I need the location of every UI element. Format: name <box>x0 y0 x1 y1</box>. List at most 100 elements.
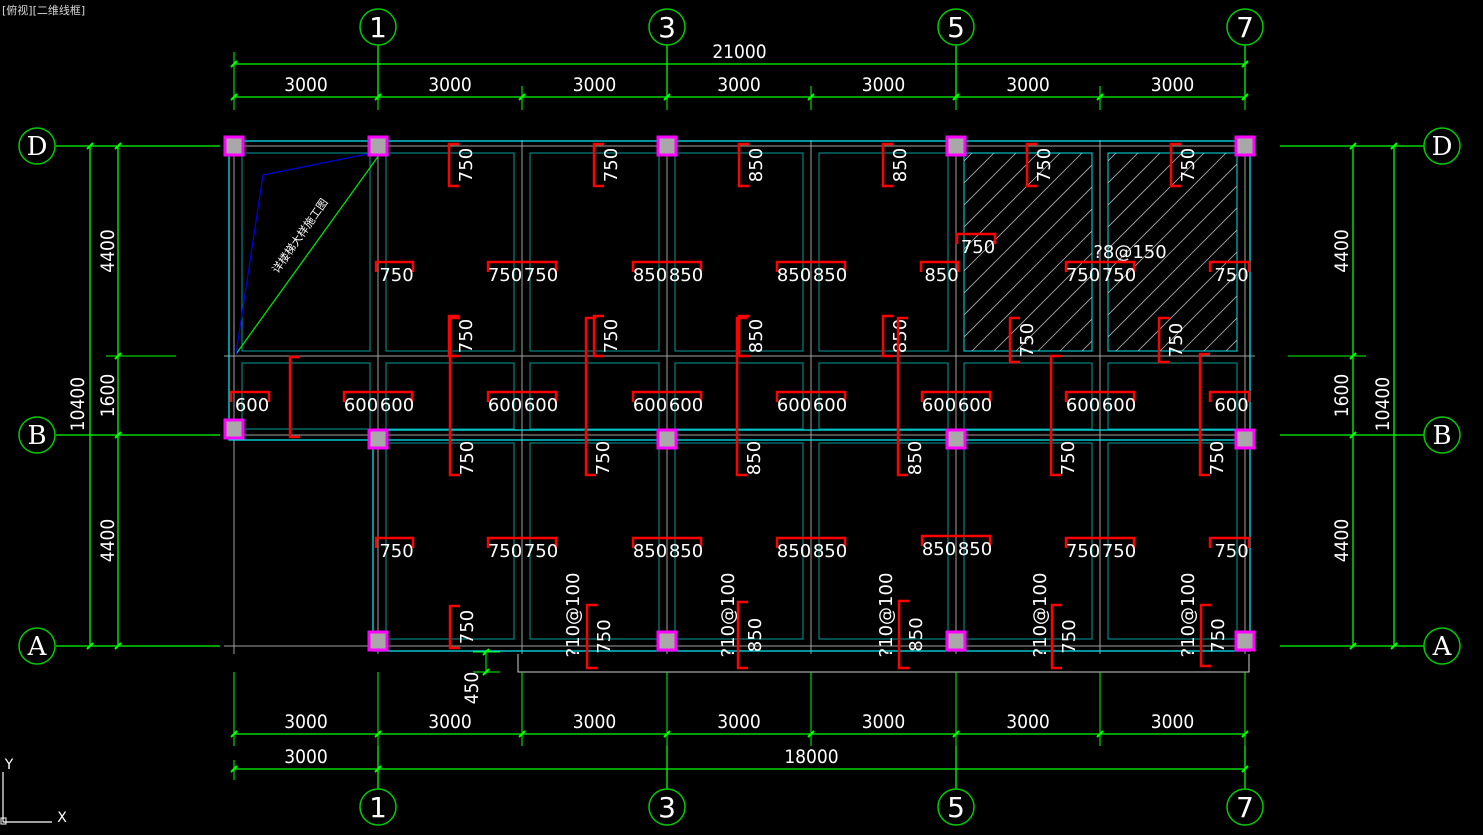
dimension-text: 4400 <box>1331 519 1353 563</box>
edge-rebar-label: ?10@100 <box>1030 573 1051 658</box>
rebar-length-label: 750 <box>1208 618 1229 652</box>
rebar-length-label: 850 <box>958 539 992 560</box>
axis-label-3: 3 <box>658 791 676 824</box>
rebar-mark-vertical <box>737 314 749 358</box>
dimension-text: 18000 <box>784 746 838 768</box>
rebar-length-label: 850 <box>813 541 847 562</box>
rebar-mark-vertical <box>448 604 460 650</box>
axis-bubble <box>937 788 975 826</box>
hatch-line <box>1081 340 1092 351</box>
hatch-line <box>1181 295 1237 351</box>
dimension-text: 3000 <box>1151 711 1195 733</box>
dimension-text: 3000 <box>573 711 617 733</box>
rebar-length-label: 600 <box>777 395 811 416</box>
dimension-text: 10400 <box>1372 377 1394 431</box>
axis-label-7: 7 <box>1236 791 1254 824</box>
dimension-text: 3000 <box>573 74 617 96</box>
rebar-length-label: 750 <box>961 237 995 258</box>
hatch-line <box>1137 251 1237 351</box>
column <box>656 135 678 157</box>
column <box>1234 630 1256 652</box>
rebar-length-label: 850 <box>922 539 956 560</box>
rebar-length-label: 850 <box>813 265 847 286</box>
dimension-text: 1600 <box>97 374 119 418</box>
slab-panel <box>818 442 949 640</box>
rebar-mark-horizontal <box>486 260 558 272</box>
axis-label-7: 7 <box>1236 11 1254 44</box>
rebar-length-label: 600 <box>380 395 414 416</box>
hatch-line <box>664 91 924 351</box>
dimension-text: 3000 <box>1006 711 1050 733</box>
hatch-line <box>964 153 1039 228</box>
hatch-line <box>1108 207 1237 338</box>
rebar-length-label: 850 <box>905 441 926 475</box>
hatch-line <box>852 91 1112 351</box>
rebar-mark-vertical <box>288 355 300 439</box>
rebar-length-label: 600 <box>235 395 269 416</box>
axis-bubble <box>937 8 975 46</box>
viewport-label[interactable]: [俯视][二维线框] <box>2 4 86 17</box>
rebar-length-label: 750 <box>1066 541 1100 562</box>
hatch-line <box>1059 318 1092 351</box>
rebar-length-label: 850 <box>890 148 911 182</box>
axis-label-D: D <box>27 132 48 162</box>
dimension-text: 3000 <box>284 74 328 96</box>
rebar-length-label: 750 <box>1214 265 1248 286</box>
rebar-length-label: 850 <box>745 618 766 652</box>
rebar-length-label: 850 <box>746 148 767 182</box>
rebar-length-label: 850 <box>777 541 811 562</box>
hatch-line <box>964 164 1092 294</box>
dimension-text: 10400 <box>67 377 89 431</box>
dimension-text: 3000 <box>284 746 328 768</box>
hatch-line <box>964 153 1061 250</box>
rebar-mark-vertical <box>584 316 596 477</box>
rebar-length-label: 750 <box>1058 441 1079 475</box>
hatch-line <box>1115 229 1237 351</box>
rebar-mark-horizontal <box>229 390 271 402</box>
axis-label-B: B <box>27 421 46 451</box>
rebar-mark-vertical <box>897 599 909 670</box>
dimension-tick <box>482 668 490 676</box>
rebar-length-label: 750 <box>488 541 522 562</box>
rebar-mark-horizontal <box>1064 536 1136 548</box>
rebar-mark-horizontal <box>1208 536 1251 548</box>
rebar-length-label: 750 <box>601 319 622 353</box>
axis-bubble <box>648 788 686 826</box>
rebar-length-label: 750 <box>1207 441 1228 475</box>
rebar-length-label: 600 <box>813 395 847 416</box>
rebar-mark-horizontal <box>631 260 703 272</box>
rebar-length-label: 750 <box>456 148 477 182</box>
hatch-pattern <box>830 91 1237 351</box>
axis-bubble <box>1423 416 1461 454</box>
edge-rebar-label: ?10@100 <box>1178 573 1199 658</box>
edge-rebar-label: ?10@100 <box>876 573 897 658</box>
hatch-pattern <box>664 91 1092 351</box>
axis-bubble <box>359 788 397 826</box>
dimension-text: 3000 <box>717 711 761 733</box>
rebar-length-label: 850 <box>777 265 811 286</box>
rebar-length-label: 750 <box>601 148 622 182</box>
dimension-text: 3000 <box>428 711 472 733</box>
axis-label-B: B <box>1432 421 1451 451</box>
rebar-length-label: 750 <box>524 541 558 562</box>
hatch-line <box>1108 153 1117 162</box>
hatch-line <box>1225 339 1237 351</box>
rebar-length-label: 850 <box>633 541 667 562</box>
rebar-mark-horizontal <box>1208 390 1251 402</box>
column <box>223 418 245 440</box>
axis-bubble <box>1423 127 1461 165</box>
hatch-line <box>964 153 1083 272</box>
rebar-mark-horizontal <box>631 536 703 548</box>
rebar-mark-horizontal <box>919 260 960 272</box>
hatch-line <box>993 252 1092 351</box>
dimension-text: 3000 <box>717 74 761 96</box>
hatch-line <box>830 91 1090 351</box>
rebar-mark-horizontal <box>775 390 847 402</box>
rebar-length-label: 750 <box>1166 323 1187 357</box>
axis-bubble <box>648 8 686 46</box>
column <box>945 135 967 157</box>
rebar-length-label: 850 <box>669 265 703 286</box>
